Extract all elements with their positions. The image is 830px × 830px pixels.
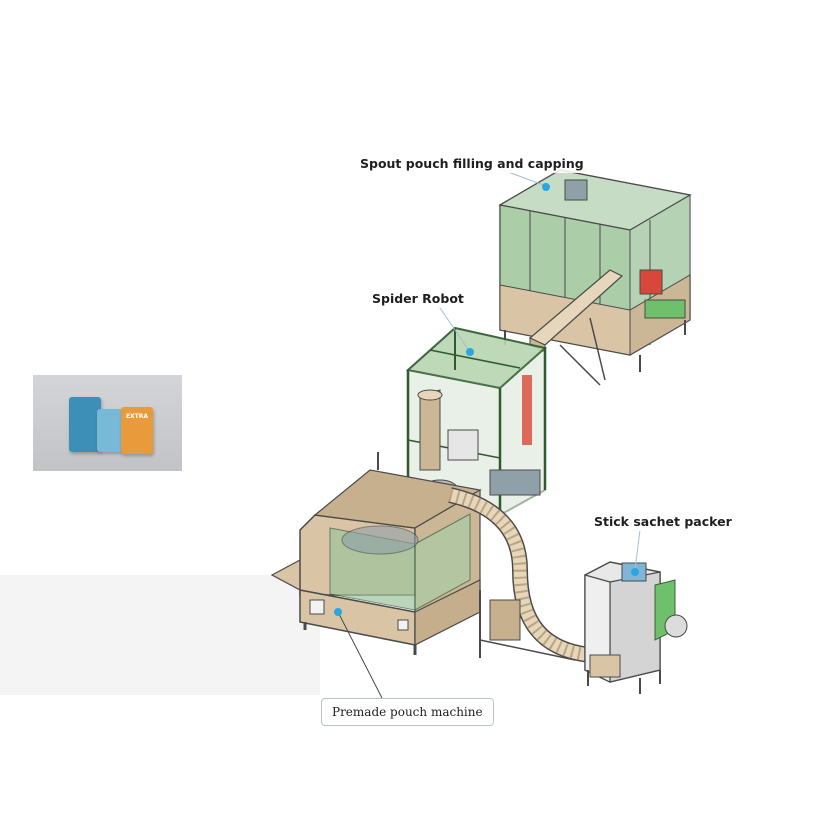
stick-callout-dot xyxy=(631,568,639,576)
premade-leader xyxy=(337,611,383,699)
stick-leader xyxy=(634,529,641,571)
floor-shadow xyxy=(0,575,320,695)
pouch-blue xyxy=(69,397,101,452)
bucket-elevator-conveyor xyxy=(448,487,592,663)
product-photo: EXTRA xyxy=(33,375,182,471)
stick-sachet-packer xyxy=(584,561,688,694)
premade-pouch-machine xyxy=(270,452,482,655)
stick-sachet-label: Stick sachet packer xyxy=(590,512,736,531)
premade-callout-dot xyxy=(334,608,342,616)
spout-pouch-machine xyxy=(498,169,692,372)
spider-leader xyxy=(437,304,471,353)
spout-callout-dot xyxy=(542,183,550,191)
premade-pouch-label: Premade pouch machine xyxy=(321,698,494,726)
spider-callout-dot xyxy=(466,348,474,356)
spout-pouch-label: Spout pouch filling and capping xyxy=(356,154,588,173)
spider-robot-label: Spider Robot xyxy=(368,289,468,308)
pouch-orange: EXTRA xyxy=(121,407,153,454)
pouch-light-blue xyxy=(97,409,123,452)
